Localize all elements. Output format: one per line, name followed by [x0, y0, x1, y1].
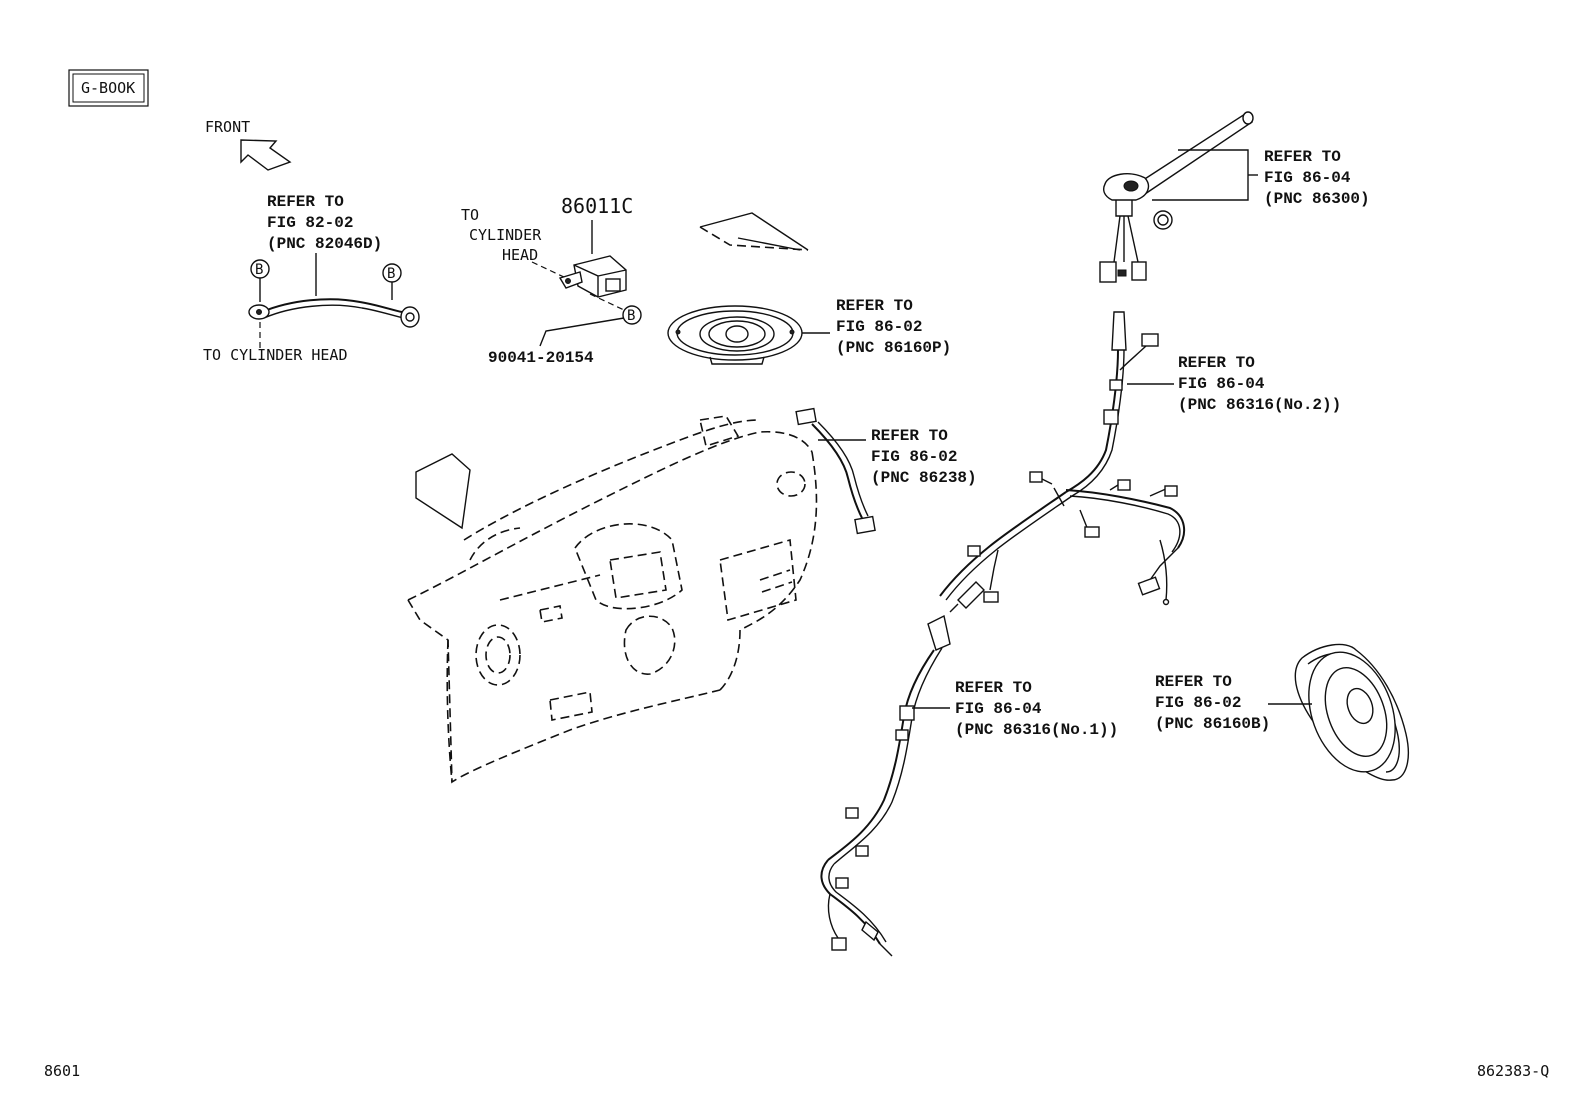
ground-strap-ref-3: (PNC 82046D) [267, 235, 382, 253]
ground-strap-note: TO CYLINDER HEAD [203, 346, 348, 364]
antenna-rod [1135, 113, 1254, 195]
dash-harness-ref-2: FIG 86-02 [871, 448, 957, 466]
cord-no1-harness: REFER TO FIG 86-04 (PNC 86316(No.1)) [820, 614, 1118, 957]
g-book-label: G-BOOK [81, 79, 135, 97]
dash-harness-connector-top [795, 407, 817, 426]
dash-cover-piece [699, 212, 809, 251]
cord-no1-ref-2: FIG 86-04 [955, 700, 1042, 718]
cord-no2-ref-3: (PNC 86316(No.2)) [1178, 396, 1341, 414]
dash-harness-group: REFER TO FIG 86-02 (PNC 86238) [795, 407, 977, 535]
tweeter-dome [725, 325, 749, 343]
dash-harness-ref-3: (PNC 86238) [871, 469, 977, 487]
tweeter-ref-2: FIG 86-02 [836, 318, 922, 336]
dash-harness-ref-1: REFER TO [871, 427, 948, 445]
antenna-nut [1153, 210, 1173, 230]
tweeter-group: REFER TO FIG 86-02 (PNC 86160P) [667, 297, 951, 365]
tweeter-ref-1: REFER TO [836, 297, 913, 315]
ground-strap-group: REFER TO FIG 82-02 (PNC 82046D) B B TO C… [203, 193, 420, 364]
ground-strap-marker-right: B [387, 266, 395, 282]
g-book-tag: G-BOOK [68, 69, 149, 107]
gps-unit-group: TO CYLINDER HEAD 86011C B 90041-20154 [461, 194, 642, 367]
speaker-dustcap [1346, 687, 1374, 725]
cord-no2-ref-2: FIG 86-04 [1178, 375, 1265, 393]
gps-marker: B [627, 308, 635, 324]
footer-illustration-code: 862383-Q [1477, 1062, 1549, 1080]
ground-strap-ref-2: FIG 82-02 [267, 214, 353, 232]
tweeter-ref-3: (PNC 86160P) [836, 339, 951, 357]
antenna-ref-2: FIG 86-04 [1264, 169, 1351, 187]
antenna-cord-harness: REFER TO FIG 86-04 (PNC 86316(No.2)) [939, 311, 1341, 613]
instrument-panel-outline [407, 415, 818, 784]
front-indicator: FRONT [205, 118, 292, 171]
ground-strap-marker-left: B [255, 262, 263, 278]
gps-part-number: 86011C [561, 194, 633, 218]
gps-bracket [558, 271, 583, 289]
speaker-group: REFER TO FIG 86-02 (PNC 86160B) [1155, 643, 1410, 781]
speaker-ref-3: (PNC 86160B) [1155, 715, 1270, 733]
ground-strap-cable [261, 298, 403, 313]
speaker-ref-1: REFER TO [1155, 673, 1232, 691]
cord-no1-ref-3: (PNC 86316(No.1)) [955, 721, 1118, 739]
gps-bolt-number: 90041-20154 [488, 349, 594, 367]
gps-note-3: HEAD [502, 246, 538, 264]
front-label: FRONT [205, 118, 250, 136]
speaker-ref-2: FIG 86-02 [1155, 694, 1241, 712]
gps-note-2: CYLINDER [469, 226, 542, 244]
antenna-group: REFER TO FIG 86-04 (PNC 86300) [1099, 111, 1370, 283]
dash-harness-connector-bottom [854, 515, 876, 535]
front-arrow-icon [240, 139, 292, 171]
antenna-ref-1: REFER TO [1264, 148, 1341, 166]
antenna-ref-3: (PNC 86300) [1264, 190, 1370, 208]
gps-note-1: TO [461, 206, 479, 224]
cord-no1-ref-1: REFER TO [955, 679, 1032, 697]
footer-page-number: 8601 [44, 1062, 80, 1080]
ground-strap-ref-1: REFER TO [267, 193, 344, 211]
cord-no2-ref-1: REFER TO [1178, 354, 1255, 372]
